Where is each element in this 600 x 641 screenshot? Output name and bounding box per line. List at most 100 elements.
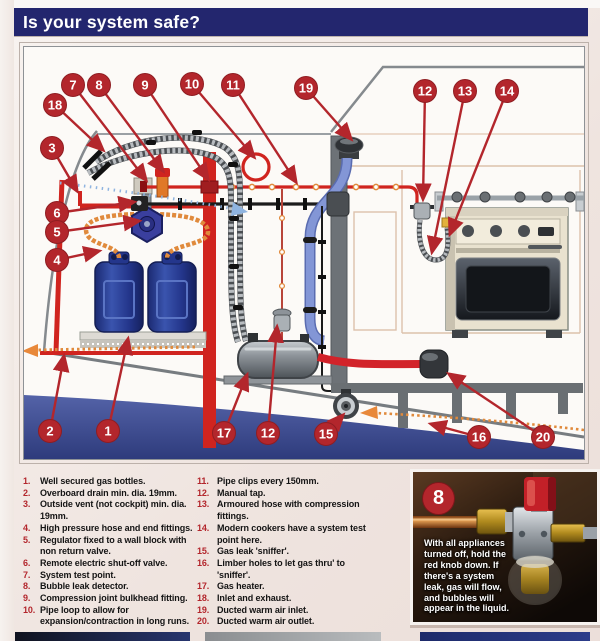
bilge-water: [24, 395, 584, 459]
regulator: [131, 205, 163, 244]
counter-lines: [347, 133, 584, 334]
brass-nut-left: [476, 508, 508, 535]
legend-item: 10. Pipe loop to allow for expansion/con…: [23, 605, 199, 628]
bubble-leak-detector: [156, 175, 169, 198]
callout-17-gas-heater: 17: [212, 371, 250, 445]
gas-heater: [223, 333, 333, 385]
svg-text:18: 18: [48, 98, 62, 113]
page-top-margin: [0, 0, 600, 8]
callout-4-hp-hose: 4: [45, 246, 103, 272]
legend-item-number: 7.: [23, 569, 31, 580]
legend-item: 17. Gas heater.: [197, 581, 402, 593]
legend-item: 4. High pressure hose and end fittings.: [23, 523, 199, 535]
legend-item: 16. Limber holes to let gas thru' to 'sn…: [197, 558, 402, 581]
legend-item-text: Well secured gas bottles.: [40, 476, 146, 486]
legend-item-text: Ducted warm air outlet.: [217, 616, 315, 627]
legend-item-number: 10.: [23, 604, 36, 615]
svg-text:6: 6: [53, 206, 60, 221]
legend-item-text: Compression joint bulkhead fitting.: [40, 593, 188, 604]
svg-text:16: 16: [472, 430, 486, 445]
page-title: Is your system safe?: [23, 11, 201, 32]
callout-6-shut-off-valve: 6: [45, 195, 138, 225]
airflow-arrowhead: [231, 202, 248, 216]
bubble-detector-photo: [413, 472, 597, 622]
system-test-point: [140, 181, 147, 192]
warm-air-duct-blue: [303, 157, 353, 347]
legend-item: 7. System test point.: [23, 570, 199, 582]
title-bar: Is your system safe?: [14, 8, 588, 36]
legend-item-text: Limber holes to let gas thru' to 'sniffe…: [217, 557, 345, 580]
legend-item-number: 1.: [23, 476, 31, 486]
armoured-hose: [417, 219, 450, 263]
inset-number-badge: 8: [423, 483, 454, 514]
svg-text:9: 9: [141, 78, 148, 93]
svg-text:10: 10: [185, 77, 199, 92]
svg-text:14: 14: [500, 84, 515, 99]
gas-bottle-right: [147, 251, 197, 333]
svg-text:15: 15: [319, 427, 333, 442]
svg-text:7: 7: [69, 78, 76, 93]
legend-item-text: Pipe clips every 150mm.: [217, 476, 319, 486]
callout-16-limber-holes: 16: [427, 419, 491, 449]
legend-item: 8. Bubble leak detector.: [23, 581, 199, 593]
legend-item-number: 6.: [23, 557, 31, 568]
legend-item-number: 3.: [23, 499, 31, 510]
legend-item: 13. Armoured hose with compression fitti…: [197, 499, 402, 522]
legend-item-number: 16.: [197, 557, 210, 568]
legend-item-number: 2.: [23, 487, 31, 498]
legend-item-number: 19.: [197, 604, 210, 615]
gas-bottles: [94, 251, 197, 333]
legend-item-number: 15.: [197, 546, 210, 557]
legend-column-left: 1. Well secured gas bottles. 2. Overboar…: [23, 476, 199, 628]
burner-caps: [451, 191, 576, 203]
legend-item-text: Ducted warm air inlet.: [217, 604, 309, 615]
drain-arrowhead: [24, 344, 38, 357]
legend-item-text: Gas leak 'sniffer'.: [217, 546, 289, 557]
next-photo-strip-2: [205, 632, 381, 641]
legend-item: 2. Overboard drain min. dia. 19mm.: [23, 488, 199, 500]
callout-8-bubble-leak-detector: 8: [87, 73, 166, 174]
legend-item-number: 13.: [197, 499, 210, 510]
next-photo-strip-3: [420, 632, 590, 641]
bulkhead-compression-fitting: [200, 180, 219, 194]
page-left-margin: [0, 0, 14, 641]
svg-text:19: 19: [299, 81, 313, 96]
legend-item: 19. Ducted warm air inlet.: [197, 605, 402, 617]
control-knobs: [462, 225, 530, 237]
legend-item: 12. Manual tap.: [197, 488, 402, 500]
legend-item: 14. Modern cookers have a system test po…: [197, 523, 402, 546]
flue-conduits: [82, 130, 249, 343]
svg-text:20: 20: [536, 430, 550, 445]
legend-item-text: Armoured hose with compression fittings.: [217, 499, 360, 522]
bilge-arrowhead: [360, 406, 378, 419]
legend-item-text: Regulator fixed to a wall block with non…: [40, 534, 187, 557]
callout-1-gas-bottles: 1: [96, 335, 133, 443]
legend-item-text: Modern cookers have a system test point …: [217, 522, 366, 545]
callout-5-regulator: 5: [45, 214, 143, 244]
diagram-outer-border: [19, 42, 589, 464]
next-photo-strip-1: [15, 632, 190, 641]
legend-item-number: 12.: [197, 487, 210, 498]
legend-item-number: 20.: [197, 616, 210, 627]
legend-item-number: 8.: [23, 581, 31, 592]
bulkhead-grille: [326, 191, 350, 217]
legend-item: 20. Ducted warm air outlet.: [197, 616, 402, 628]
callout-2-overboard-drain: 2: [38, 352, 70, 443]
legend-item: 6. Remote electric shut-off valve.: [23, 558, 199, 570]
svg-text:12: 12: [418, 84, 432, 99]
legend-item-text: Inlet and exhaust.: [217, 593, 292, 604]
svg-text:13: 13: [458, 84, 472, 99]
legend-item-text: High pressure hose and end fittings.: [40, 522, 193, 533]
warm-air-inlet-vent: [334, 136, 364, 159]
callout-12-manual-tap-cooker: 12: [413, 79, 437, 203]
bilge-gas-path: [375, 411, 584, 432]
legend-item-text: Manual tap.: [217, 487, 266, 498]
callout-20-warm-air-outlet: 20: [446, 371, 555, 449]
legend-item-number: 17.: [197, 581, 210, 592]
legend-item-text: System test point.: [40, 569, 116, 580]
legend-column-right: 11. Pipe clips every 150mm. 12. Manual t…: [197, 476, 402, 628]
callout-9-bulkhead-fitting: 9: [133, 73, 211, 182]
callout-11-pipe-clips: 11: [221, 73, 298, 186]
